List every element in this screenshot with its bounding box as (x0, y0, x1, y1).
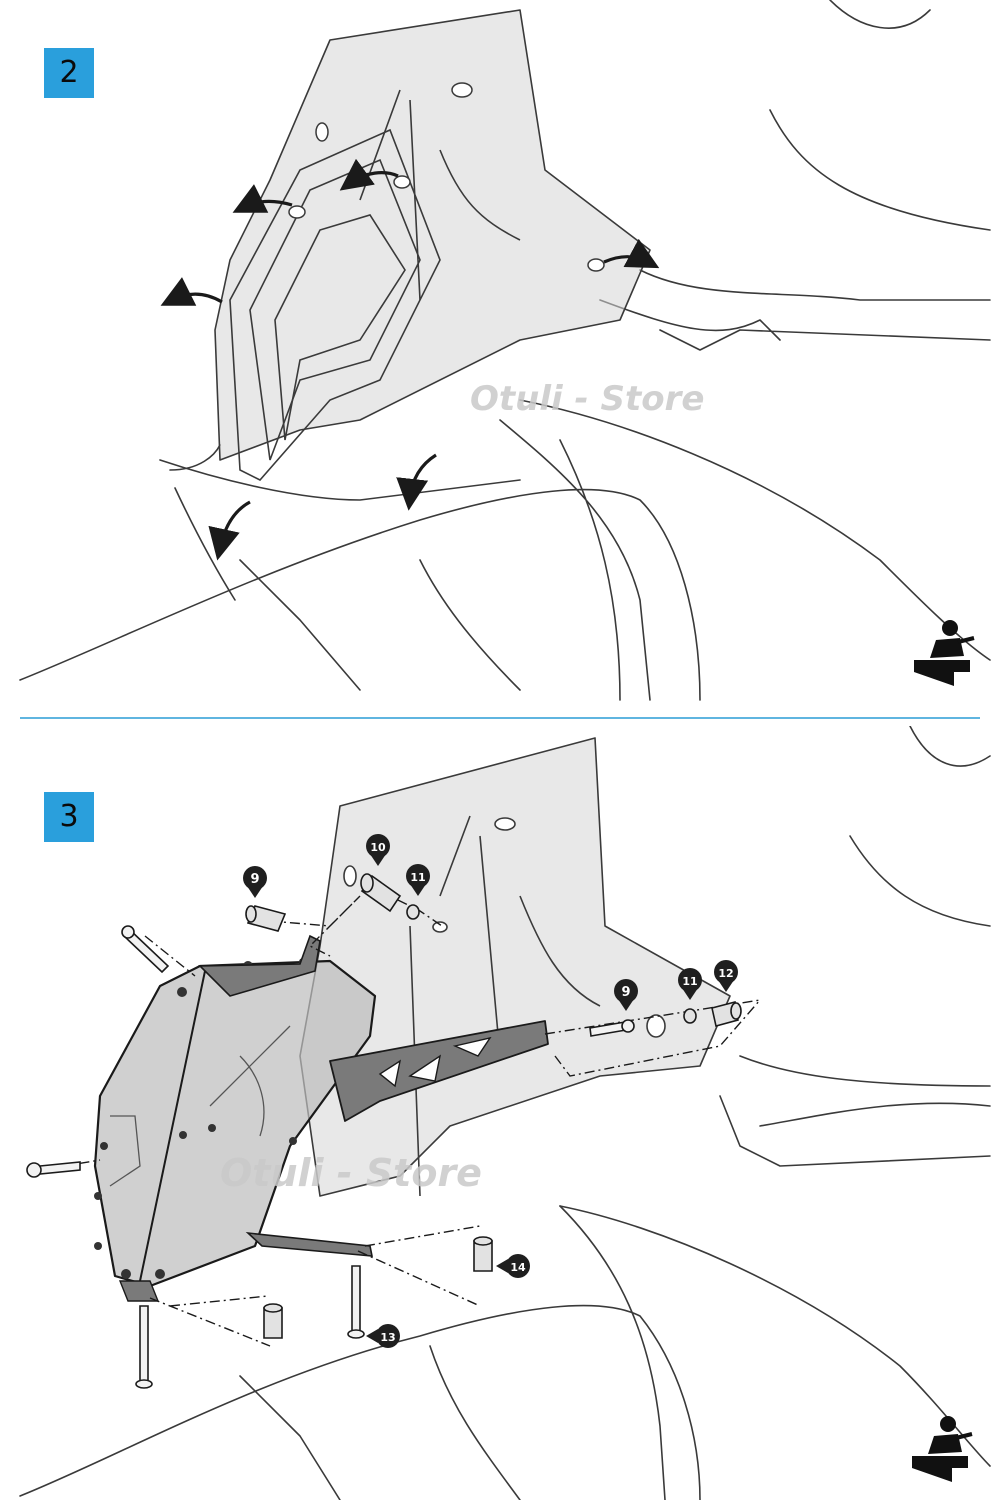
guard-center-fold (139, 970, 206, 1282)
mount-hole (315, 122, 329, 142)
top-bracket (198, 934, 321, 997)
step-number-badge: 2 (44, 48, 94, 98)
fairing-outline (19, 459, 701, 701)
watermark-text: Otuli - Store (470, 379, 704, 419)
bolt (139, 1305, 149, 1382)
removal-arrow (208, 500, 251, 561)
bolt-head (135, 1379, 153, 1389)
guard-screw (155, 1269, 165, 1279)
headlight-frame-inner (249, 158, 421, 461)
step-3-diagram: 9 10 11 9 11 (19, 726, 991, 1500)
guard-screw (208, 1124, 216, 1132)
guard-screw (121, 1269, 131, 1279)
step-3-panel: 9 10 11 9 11 (0, 726, 1000, 1500)
mount-hole (494, 817, 516, 831)
side-panel (559, 1205, 666, 1500)
step-2-panel: Otuli - Store 2 (0, 0, 1000, 712)
assembly-line (269, 895, 361, 957)
removal-arrow (160, 277, 223, 306)
callout-label: 9 (621, 985, 630, 1000)
callout-label: 11 (410, 871, 425, 884)
guard-inner-detail (109, 1025, 291, 1187)
callout-label: 10 (370, 841, 386, 854)
headlight-lower (169, 444, 236, 601)
callout-marker: 9 (614, 979, 638, 1011)
bolt (351, 1265, 361, 1332)
bolt-head (26, 1162, 42, 1178)
mount-hole (646, 1014, 666, 1038)
callout-marker: 12 (714, 960, 738, 992)
frame-outline (519, 0, 991, 661)
mechanic-icon (914, 620, 975, 686)
windshield (299, 737, 731, 1197)
callout-marker: 14 (496, 1254, 530, 1278)
removal-arrow (339, 158, 399, 191)
guard-screw (177, 987, 187, 997)
bolt (39, 1161, 81, 1175)
callout-marker: 11 (678, 968, 702, 1000)
mount-hole (393, 175, 411, 189)
guard-screw (179, 1131, 187, 1139)
side-bracket-arm (329, 1020, 549, 1122)
bolt-head (621, 1019, 635, 1033)
callout-label: 13 (380, 1331, 395, 1344)
removal-arrow (396, 453, 437, 511)
section-divider (20, 717, 980, 719)
guard-screw (94, 1192, 102, 1200)
callout-marker: 11 (406, 864, 430, 896)
washer (406, 904, 420, 920)
mechanic-icon (912, 1416, 973, 1482)
bolt-head (121, 925, 135, 939)
removal-arrow (232, 184, 293, 213)
bolt-head (347, 1329, 365, 1339)
bottom-bracket (245, 1231, 373, 1257)
fairing-outline (19, 1304, 701, 1500)
frame-outline (559, 726, 991, 1467)
mount-hole (587, 258, 605, 272)
callout-marker: 13 (366, 1324, 400, 1348)
guard-screw (94, 1242, 102, 1250)
washer (683, 1008, 697, 1024)
callout-label: 12 (718, 967, 733, 980)
windshield-inner-edge (409, 815, 601, 1197)
side-panel (499, 419, 651, 701)
headlight-frame-outer (229, 128, 441, 481)
mount-hole (343, 865, 357, 887)
callout-label: 11 (682, 975, 697, 988)
callout-label: 14 (510, 1261, 526, 1274)
headlight-guard (93, 959, 377, 1288)
removal-arrow (603, 238, 660, 269)
callout-label: 9 (250, 872, 259, 887)
mount-hole (451, 82, 473, 98)
watermark-text: Otuli - Store (220, 1151, 482, 1195)
guard-screw (289, 1137, 297, 1145)
windshield (214, 9, 651, 461)
headlight-lens (274, 214, 406, 441)
mount-hole (432, 921, 448, 933)
guard-screw (100, 1142, 108, 1150)
step-number-badge: 3 (44, 792, 94, 842)
step-2-diagram: Otuli - Store (19, 0, 991, 701)
callout-marker: 9 (243, 866, 267, 898)
assembly-line (149, 1225, 481, 1347)
mount-hole (288, 205, 306, 219)
callout-marker: 10 (366, 834, 390, 866)
